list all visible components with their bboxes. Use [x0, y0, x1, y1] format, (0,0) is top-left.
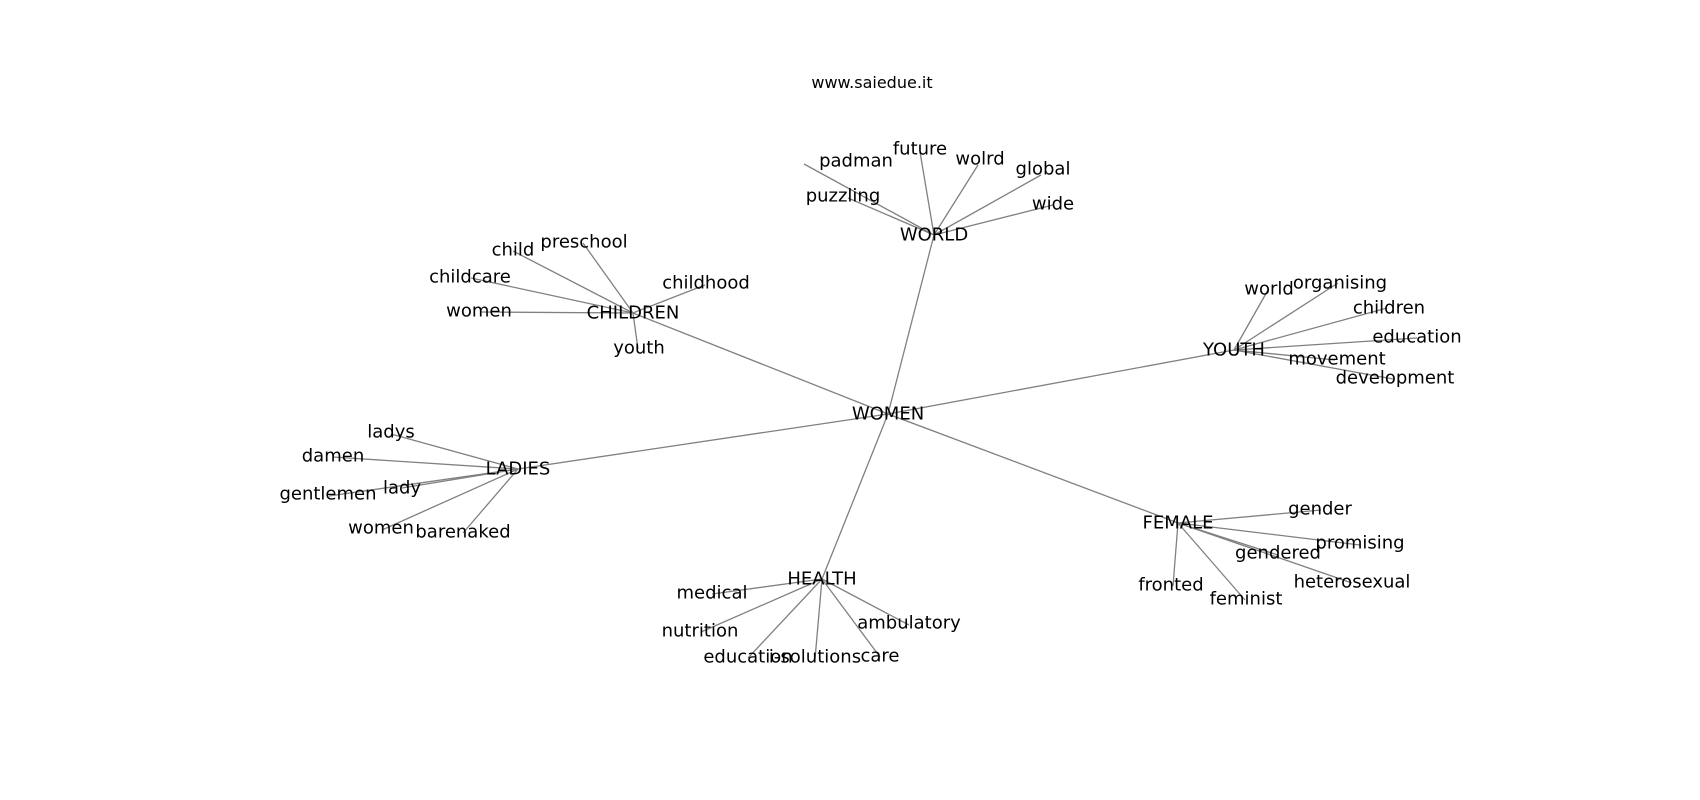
node-world-child-puzzling: puzzling	[806, 186, 881, 207]
node-root-label: WOMEN	[852, 404, 924, 425]
node-health-child-medical: medical	[677, 583, 748, 604]
node-youth-child-development: development	[1336, 368, 1455, 389]
graph-edges	[328, 151, 1418, 660]
node-ladies-child-damen: damen	[302, 446, 364, 467]
edge-female-fronted	[1172, 522, 1179, 587]
node-health-child-education: education	[703, 647, 792, 668]
node-female-child-gendered: gendered	[1235, 543, 1321, 564]
node-youth-child-children: children	[1353, 298, 1425, 319]
edge-health-ambulatory	[821, 578, 910, 626]
node-children-child-child: child	[492, 240, 535, 261]
node-health-child-ambulatory: ambulatory	[857, 613, 961, 634]
edge-youth-development	[1233, 349, 1394, 380]
edge-health-education	[747, 578, 823, 659]
node-children-child-preschool: preschool	[540, 232, 627, 253]
node-world-child-padman: padman	[819, 151, 893, 172]
site-url-label: www.saiedue.it	[811, 73, 932, 92]
edge-world-global	[933, 174, 1042, 236]
edge-women-world	[887, 234, 935, 415]
edge-ladies-gentlemen	[328, 468, 519, 497]
edge-health-care	[821, 578, 881, 658]
edge-children-youth	[632, 312, 639, 350]
node-world-child-wide: wide	[1032, 194, 1074, 215]
edge-ladies-barenaked	[462, 468, 519, 534]
node-female-child-gender: gender	[1288, 499, 1352, 520]
edge-youth-world	[1233, 289, 1269, 351]
node-hub-ladies: LADIES	[486, 459, 551, 480]
node-world-child-future: future	[893, 139, 947, 160]
edge-world-puzzling	[847, 197, 935, 236]
node-hub-children: CHILDREN	[587, 303, 680, 324]
node-hub-world: WORLD	[900, 225, 968, 246]
edge-women-youth	[887, 349, 1235, 415]
node-ladies-child-women: women	[348, 518, 414, 539]
edge-health-medical	[711, 578, 823, 595]
node-youth-child-world: world	[1244, 279, 1294, 300]
edge-world-padman	[803, 163, 935, 236]
node-female-child-fronted: fronted	[1138, 575, 1203, 596]
node-youth-child-movement: movement	[1288, 349, 1385, 370]
node-ladies-child-lady: lady	[383, 478, 421, 499]
edge-female-feminist	[1177, 522, 1246, 601]
edge-female-heterosexual	[1177, 522, 1353, 584]
edge-children-child	[512, 250, 634, 314]
node-children-child-youth: youth	[613, 338, 665, 359]
edge-youth-movement	[1233, 349, 1336, 361]
edge-ladies-ladys	[390, 433, 519, 470]
edge-youth-organising	[1233, 282, 1339, 351]
edge-health-nutrition	[700, 578, 823, 633]
edge-ladies-women	[381, 468, 519, 531]
node-hub-youth: YOUTH	[1202, 340, 1265, 361]
edge-women-health	[821, 413, 889, 580]
node-female-child-promising: promising	[1315, 533, 1404, 554]
edge-women-ladies	[517, 413, 889, 470]
edge-women-children	[632, 312, 889, 415]
node-world-child-wolrd: wolrd	[955, 149, 1004, 170]
node-children-child-childcare: childcare	[429, 267, 511, 288]
edge-children-women	[479, 311, 634, 314]
node-ladies-child-gentlemen: gentlemen	[279, 484, 376, 505]
node-female-child-heterosexual: heterosexual	[1294, 572, 1411, 593]
node-children-child-women: women	[446, 301, 512, 322]
edge-women-female	[887, 413, 1179, 524]
node-health-child-i-solutions: i-solutions	[769, 647, 861, 668]
node-ladies-child-ladys: ladys	[367, 422, 415, 443]
edge-children-childcare	[470, 277, 634, 314]
edge-female-gender	[1177, 509, 1322, 524]
node-children-child-childhood: childhood	[662, 273, 750, 294]
node-health-child-nutrition: nutrition	[662, 621, 739, 642]
edge-world-future	[919, 151, 935, 236]
node-hub-female: FEMALE	[1143, 513, 1214, 534]
node-youth-child-organising: organising	[1293, 273, 1387, 294]
edge-world-wide	[933, 204, 1054, 236]
edge-youth-children	[1233, 307, 1388, 351]
edge-world-wolrd	[933, 164, 979, 236]
edge-female-promising	[1177, 522, 1361, 546]
edge-health-i-solutions	[814, 578, 823, 660]
edge-youth-education	[1233, 337, 1418, 351]
edge-children-preschool	[582, 242, 634, 314]
node-world-child-global: global	[1016, 159, 1071, 180]
node-youth-child-education: education	[1372, 327, 1461, 348]
node-hub-health: HEALTH	[787, 569, 856, 590]
node-female-child-feminist: feminist	[1210, 589, 1283, 610]
edge-children-childhood	[632, 284, 706, 314]
node-health-child-care: care	[860, 646, 899, 667]
node-ladies-child-barenaked: barenaked	[415, 522, 510, 543]
edge-ladies-damen	[332, 456, 519, 470]
